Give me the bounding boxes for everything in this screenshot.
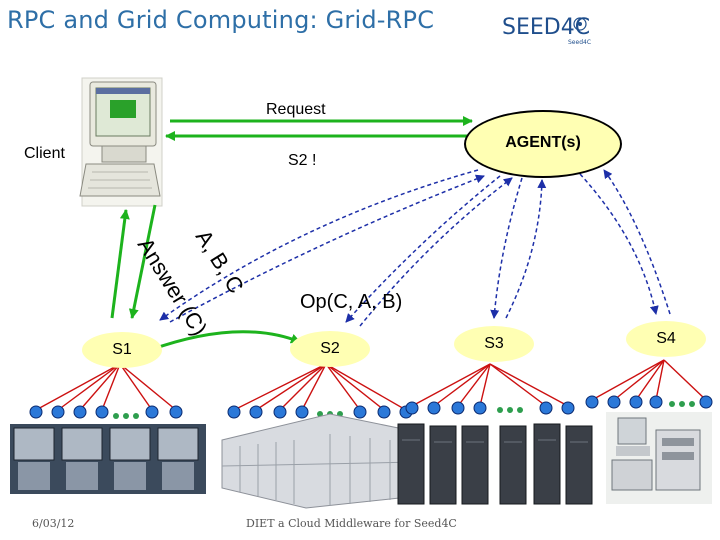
server-node-s1: S1 bbox=[82, 332, 162, 368]
s2-leaves bbox=[233, 363, 407, 411]
s2-cluster-image bbox=[221, 413, 419, 509]
agent-to-s3-arrow bbox=[490, 177, 523, 319]
footer-caption: DIET a Cloud Middleware for Seed4C bbox=[246, 517, 457, 530]
client-computer-icon bbox=[79, 77, 163, 207]
agent-to-s2-arrow bbox=[345, 175, 501, 323]
args-label: A, B, C bbox=[191, 225, 249, 297]
agent-to-s4-arrow bbox=[579, 173, 659, 315]
client-label: Client bbox=[24, 145, 65, 162]
s1-to-agent-arrow bbox=[169, 174, 485, 323]
op-label: Op(C, A, B) bbox=[300, 291, 403, 313]
op-arrow bbox=[149, 330, 301, 352]
request-label: Request bbox=[266, 101, 326, 118]
footer-date: 6/03/12 bbox=[32, 517, 75, 530]
s3-to-agent-arrow bbox=[505, 179, 547, 319]
logo-subtext: Seed4C bbox=[568, 39, 591, 46]
s4-to-agent-arrow bbox=[603, 169, 671, 315]
s4-workstation-image bbox=[606, 412, 712, 504]
server-node-s4: S4 bbox=[626, 321, 706, 357]
slide-title: RPC and Grid Computing: Grid-RPC bbox=[7, 6, 435, 34]
server-label-s1: S1 bbox=[112, 341, 132, 358]
s1-leaves bbox=[35, 363, 177, 411]
server-label-s4: S4 bbox=[656, 330, 676, 347]
s2-to-agent-arrow bbox=[359, 177, 513, 327]
seed4c-logo: SEED4C Seed4C bbox=[502, 15, 591, 46]
answer-arrow bbox=[110, 209, 130, 319]
leaf-nodes bbox=[29, 395, 713, 419]
s3-servers-image bbox=[397, 423, 593, 505]
server-label-s3: S3 bbox=[484, 335, 504, 352]
args-arrow bbox=[128, 204, 157, 319]
agent-node: AGENT(s) bbox=[464, 110, 622, 178]
reply-label: S2 ! bbox=[288, 152, 317, 169]
s3-leaves bbox=[411, 363, 569, 407]
title-bar: RPC and Grid Computing: Grid-RPC SEED4C … bbox=[0, 0, 720, 46]
agent-label: AGENT(s) bbox=[505, 134, 581, 151]
agent-to-s1-arrow bbox=[159, 169, 479, 321]
s4-leaves bbox=[591, 359, 707, 401]
server-label-s2: S2 bbox=[320, 340, 340, 357]
server-node-s3: S3 bbox=[454, 326, 534, 362]
s1-workstations-image bbox=[10, 424, 206, 494]
server-node-s2: S2 bbox=[290, 331, 370, 367]
